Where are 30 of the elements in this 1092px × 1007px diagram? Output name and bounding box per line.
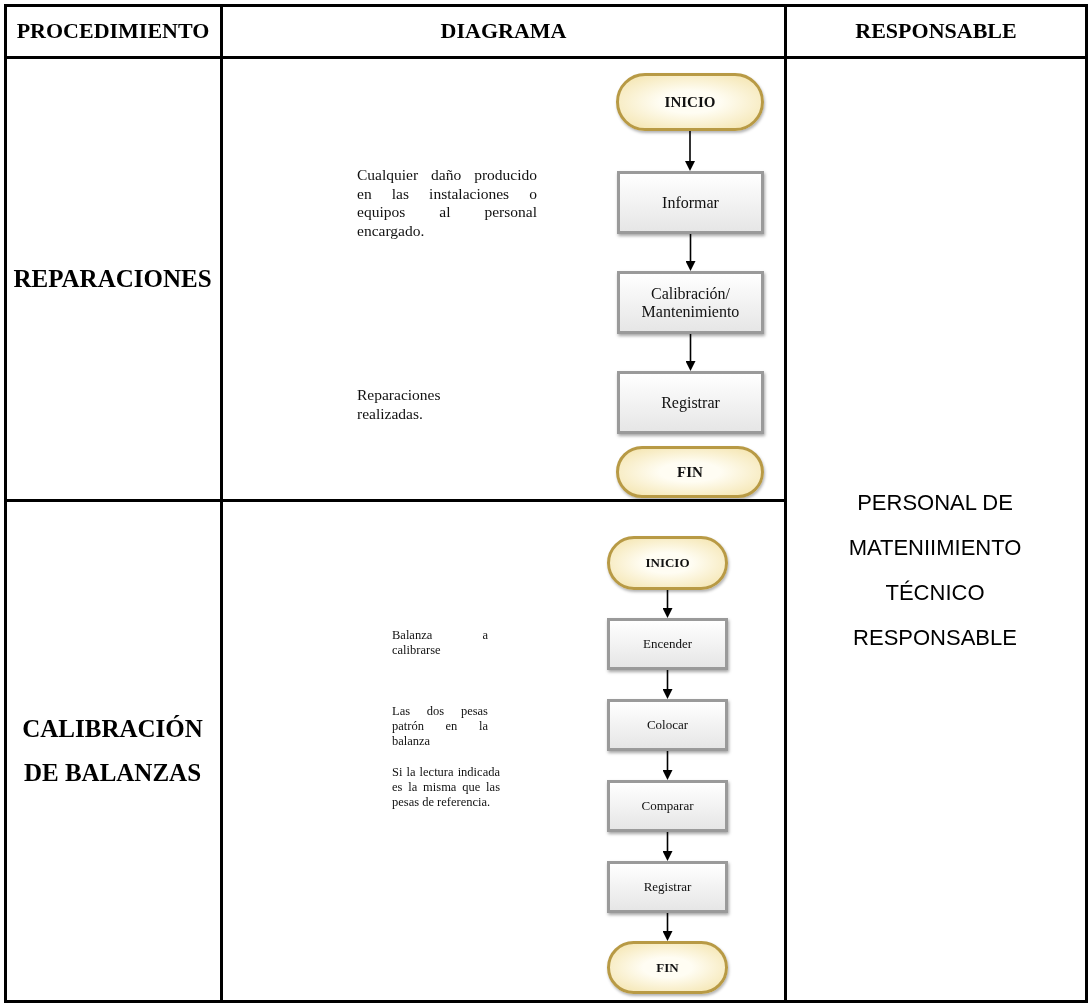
terminal-pill: INICIO: [607, 536, 728, 590]
terminal-pill: FIN: [616, 446, 764, 498]
column-header: DIAGRAMA: [440, 18, 567, 44]
process-box: Informar: [617, 171, 764, 234]
process-box: Calibración/ Mantenimiento: [617, 271, 764, 334]
procedure-name: REPARACIONES: [13, 265, 212, 293]
column-header: RESPONSABLE: [855, 18, 1017, 44]
process-box: Comparar: [607, 780, 728, 832]
responsible-name: PERSONAL DE MATENIIMIENTO TÉCNICO RESPONSABLE: [847, 489, 1023, 652]
terminal-pill: FIN: [607, 941, 728, 994]
column-header: PROCEDIMIENTO: [16, 18, 210, 44]
process-box: Registrar: [607, 861, 728, 913]
arrow: [662, 831, 673, 861]
procedure-name: CALIBRACIÓN DE BALANZAS: [21, 714, 204, 788]
side-note: Las dos pesas patrón en la balanza: [392, 704, 488, 749]
arrow: [685, 130, 695, 171]
arrow: [662, 669, 673, 699]
arrow: [662, 912, 673, 941]
side-note: Si la lectura indicada es la misma que las pesas de referencia.: [392, 765, 500, 810]
arrow: [685, 233, 696, 271]
arrow: [662, 750, 673, 780]
process-box: Registrar: [617, 371, 764, 434]
arrow: [685, 333, 696, 371]
process-box: Colocar: [607, 699, 728, 751]
side-note: Balanza a calibrarse: [392, 628, 488, 658]
arrow: [662, 589, 673, 618]
side-note: Cualquier daño producido en las instalaciones o equipos al personal encargado.: [357, 166, 537, 241]
terminal-pill: INICIO: [616, 73, 764, 131]
side-note: Reparaciones realizadas.: [357, 386, 442, 424]
process-box: Encender: [607, 618, 728, 670]
